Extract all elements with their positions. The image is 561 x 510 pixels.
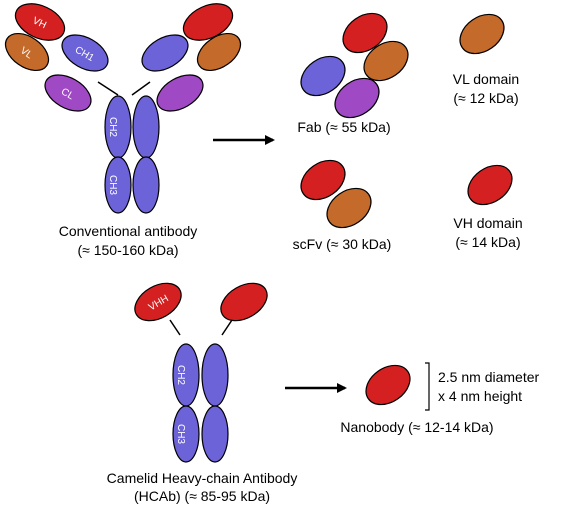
cl-domain-shape [156,74,204,112]
vh-domain-shape [14,3,66,41]
nanobody: 2.5 nm diameter x 4 nm height Nanobody (… [340,362,539,435]
camelid-heavy-chain-antibody: VHH CH2 CH3 Camelid Heavy-chain Antibody… [107,282,298,504]
ch3-label: CH3 [175,424,186,444]
hinge-lines [169,319,233,336]
vh-domain-shape [342,12,388,54]
camelid-antibody-mass: (HCAb) (≈ 85-95 kDa) [134,488,270,504]
ch2-label: CH2 [107,117,118,137]
conventional-antibody: VH VL CH1 CL CH2 CH3 Conventional antibo… [4,3,242,258]
fab-fragment: Fab (≈ 55 kDa) [297,12,409,135]
ch2-label: CH2 [175,365,186,385]
ch3-label: CH3 [107,175,118,195]
vh-domain-mass: (≈ 14 kDa) [455,234,520,250]
vh-domain-label: VH domain [453,215,522,231]
ch2-domain-shape [201,343,229,407]
conventional-antibody-mass: (≈ 150-160 kDa) [77,242,178,258]
vhh-domain-shape [365,364,411,406]
nanobody-label: Nanobody (≈ 12-14 kDa) [340,419,493,435]
ch1-domain-shape [61,34,109,72]
vh-label: VH [31,15,48,31]
nanobody-size-line1: 2.5 nm diameter [438,369,539,385]
vh-domain-shape [467,164,513,206]
scfv-fragment: scFv (≈ 30 kDa) [293,159,392,252]
vl-domain-label: VL domain [453,71,519,87]
vh-domain-shape [300,159,346,201]
cl-domain-shape [334,77,380,119]
vhh-domain-shape [220,282,268,322]
vh-domain-fragment: VH domain (≈ 14 kDa) [453,164,523,250]
vl-domain-shape [363,40,409,82]
conventional-antibody-title: Conventional antibody [59,223,198,239]
ch1-domain-shape [141,34,189,72]
ch3-domain-shape [172,405,200,463]
nanobody-size-line2: x 4 nm height [438,388,522,404]
camelid-antibody-title: Camelid Heavy-chain Antibody [107,470,298,486]
vl-domain-shape [326,187,372,229]
vhh-domain-shape [134,282,182,322]
ch2-domain-shape [132,95,160,159]
ch3-domain-shape [132,156,160,214]
ch3-domain-shape [201,405,229,463]
fab-label: Fab (≈ 55 kDa) [297,119,390,135]
vl-domain-shape [4,32,50,72]
hinge-lines [97,81,151,96]
vl-domain-shape [459,13,505,55]
size-bracket [425,362,430,411]
vl-domain-mass: (≈ 12 kDa) [453,90,518,106]
ch3-domain-shape [104,156,132,214]
vl-domain-shape [196,32,242,72]
cl-domain-shape [44,74,92,112]
ch1-domain-shape [300,55,346,97]
scfv-label: scFv (≈ 30 kDa) [293,236,392,252]
vl-domain-fragment: VL domain (≈ 12 kDa) [453,13,519,106]
